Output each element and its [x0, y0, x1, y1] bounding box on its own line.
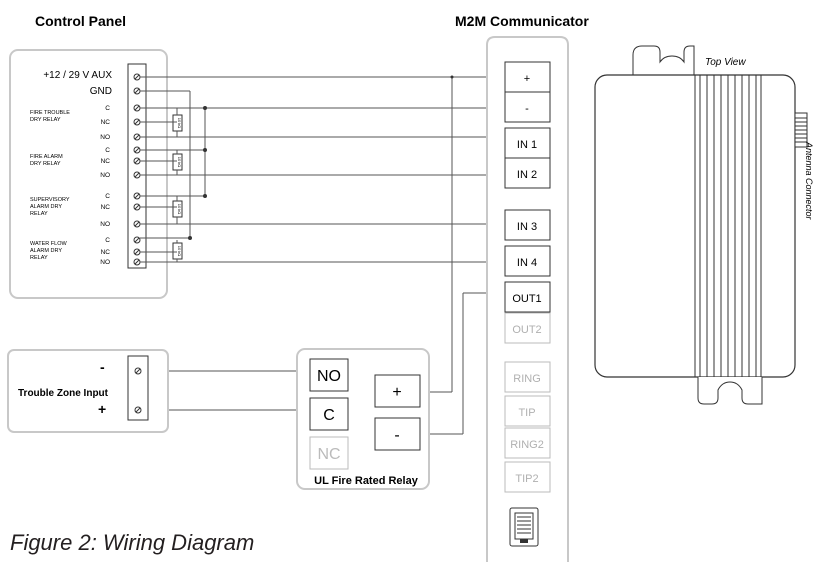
aux-label: +12 / 29 V AUX — [43, 70, 112, 81]
m2m-out1: OUT1 — [512, 293, 541, 305]
m2m-in4: IN 4 — [517, 257, 537, 269]
m2m-terminals: + - IN 1 IN 2 IN 3 IN 4 OUT1 OUT2 RING T… — [504, 61, 551, 493]
svg-text:10 kΩ: 10 kΩ — [177, 157, 182, 168]
fa-nc-label: NC — [101, 158, 111, 165]
relay-c-label: C — [323, 407, 335, 424]
fa-no-label: NO — [100, 172, 110, 179]
wf-c-label: C — [105, 237, 110, 244]
relay-title: UL Fire Rated Relay — [314, 475, 419, 487]
supervisory-label-1: SUPERVISORY — [30, 197, 70, 203]
ft-c-label: C — [105, 105, 110, 112]
sv-no-label: NO — [100, 221, 110, 228]
sv-c-label: C — [105, 193, 110, 200]
relay-plus-label: + — [392, 384, 401, 401]
m2m-plus: + — [524, 73, 530, 85]
device-top-view — [594, 45, 808, 405]
water-flow-label-2: ALARM DRY — [30, 248, 62, 254]
m2m-tip: TIP — [518, 407, 535, 419]
wf-no-label: NO — [100, 259, 110, 266]
m2m-in3: IN 3 — [517, 221, 537, 233]
relay-nc-label: NC — [317, 446, 340, 463]
m2m-title: M2M Communicator — [455, 13, 589, 29]
trouble-plus: + — [98, 401, 106, 417]
m2m-out2: OUT2 — [512, 324, 541, 336]
m2m-in2: IN 2 — [517, 169, 537, 181]
top-view-label: Top View — [705, 57, 746, 68]
fire-trouble-label-1: FIRE TROUBLE — [30, 110, 70, 116]
svg-text:10 kΩ: 10 kΩ — [177, 246, 182, 257]
trouble-minus: - — [100, 359, 105, 375]
control-panel-title: Control Panel — [35, 13, 126, 29]
fire-trouble-label-2: DRY RELAY — [30, 117, 61, 123]
relay-no-term — [309, 358, 349, 392]
water-flow-label-1: WATER FLOW — [30, 241, 67, 247]
resistor-3: 10 kΩ — [172, 200, 183, 218]
relay-minus-label: - — [394, 427, 399, 444]
wf-nc-label: NC — [101, 249, 111, 256]
trouble-zone-terminal — [127, 355, 149, 421]
m2m-tip2: TIP2 — [515, 473, 538, 485]
m2m-ring: RING — [513, 373, 541, 385]
ft-no-label: NO — [100, 134, 110, 141]
junction-dots — [188, 75, 454, 240]
m2m-minus: - — [525, 103, 529, 115]
antenna-label: Antenna Connector — [804, 141, 814, 221]
fire-alarm-label-2: DRY RELAY — [30, 161, 61, 167]
relay-minus-term — [374, 417, 421, 451]
fa-c-label: C — [105, 147, 110, 154]
relay-no-label: NO — [317, 368, 341, 385]
m2m-in1: IN 1 — [517, 139, 537, 151]
panel-terminal-strip — [127, 63, 147, 269]
water-flow-label-3: RELAY — [30, 255, 48, 261]
trouble-zone-label: Trouble Zone Input — [18, 388, 109, 399]
m2m-ring2: RING2 — [510, 439, 544, 451]
sv-nc-label: NC — [101, 204, 111, 211]
antenna-connector-icon — [794, 112, 808, 148]
resistor-2: 10 kΩ — [172, 153, 183, 171]
supervisory-label-3: RELAY — [30, 211, 48, 217]
svg-text:10 kΩ: 10 kΩ — [177, 204, 182, 215]
gnd-label: GND — [90, 86, 112, 97]
resistor-4: 10 kΩ — [172, 242, 183, 260]
trouble-zone-screws — [134, 367, 142, 414]
supervisory-label-2: ALARM DRY — [30, 204, 62, 210]
fire-alarm-label-1: FIRE ALARM — [30, 154, 63, 160]
figure-caption: Figure 2: Wiring Diagram — [10, 530, 254, 555]
svg-text:10 kΩ: 10 kΩ — [177, 118, 182, 129]
ft-nc-label: NC — [101, 119, 111, 126]
relay-c-term — [309, 397, 349, 431]
relay-plus-term — [374, 374, 421, 408]
ethernet-port-icon — [509, 507, 539, 547]
resistor-1: 10 kΩ — [172, 114, 183, 132]
relay-nc-term — [309, 436, 349, 470]
